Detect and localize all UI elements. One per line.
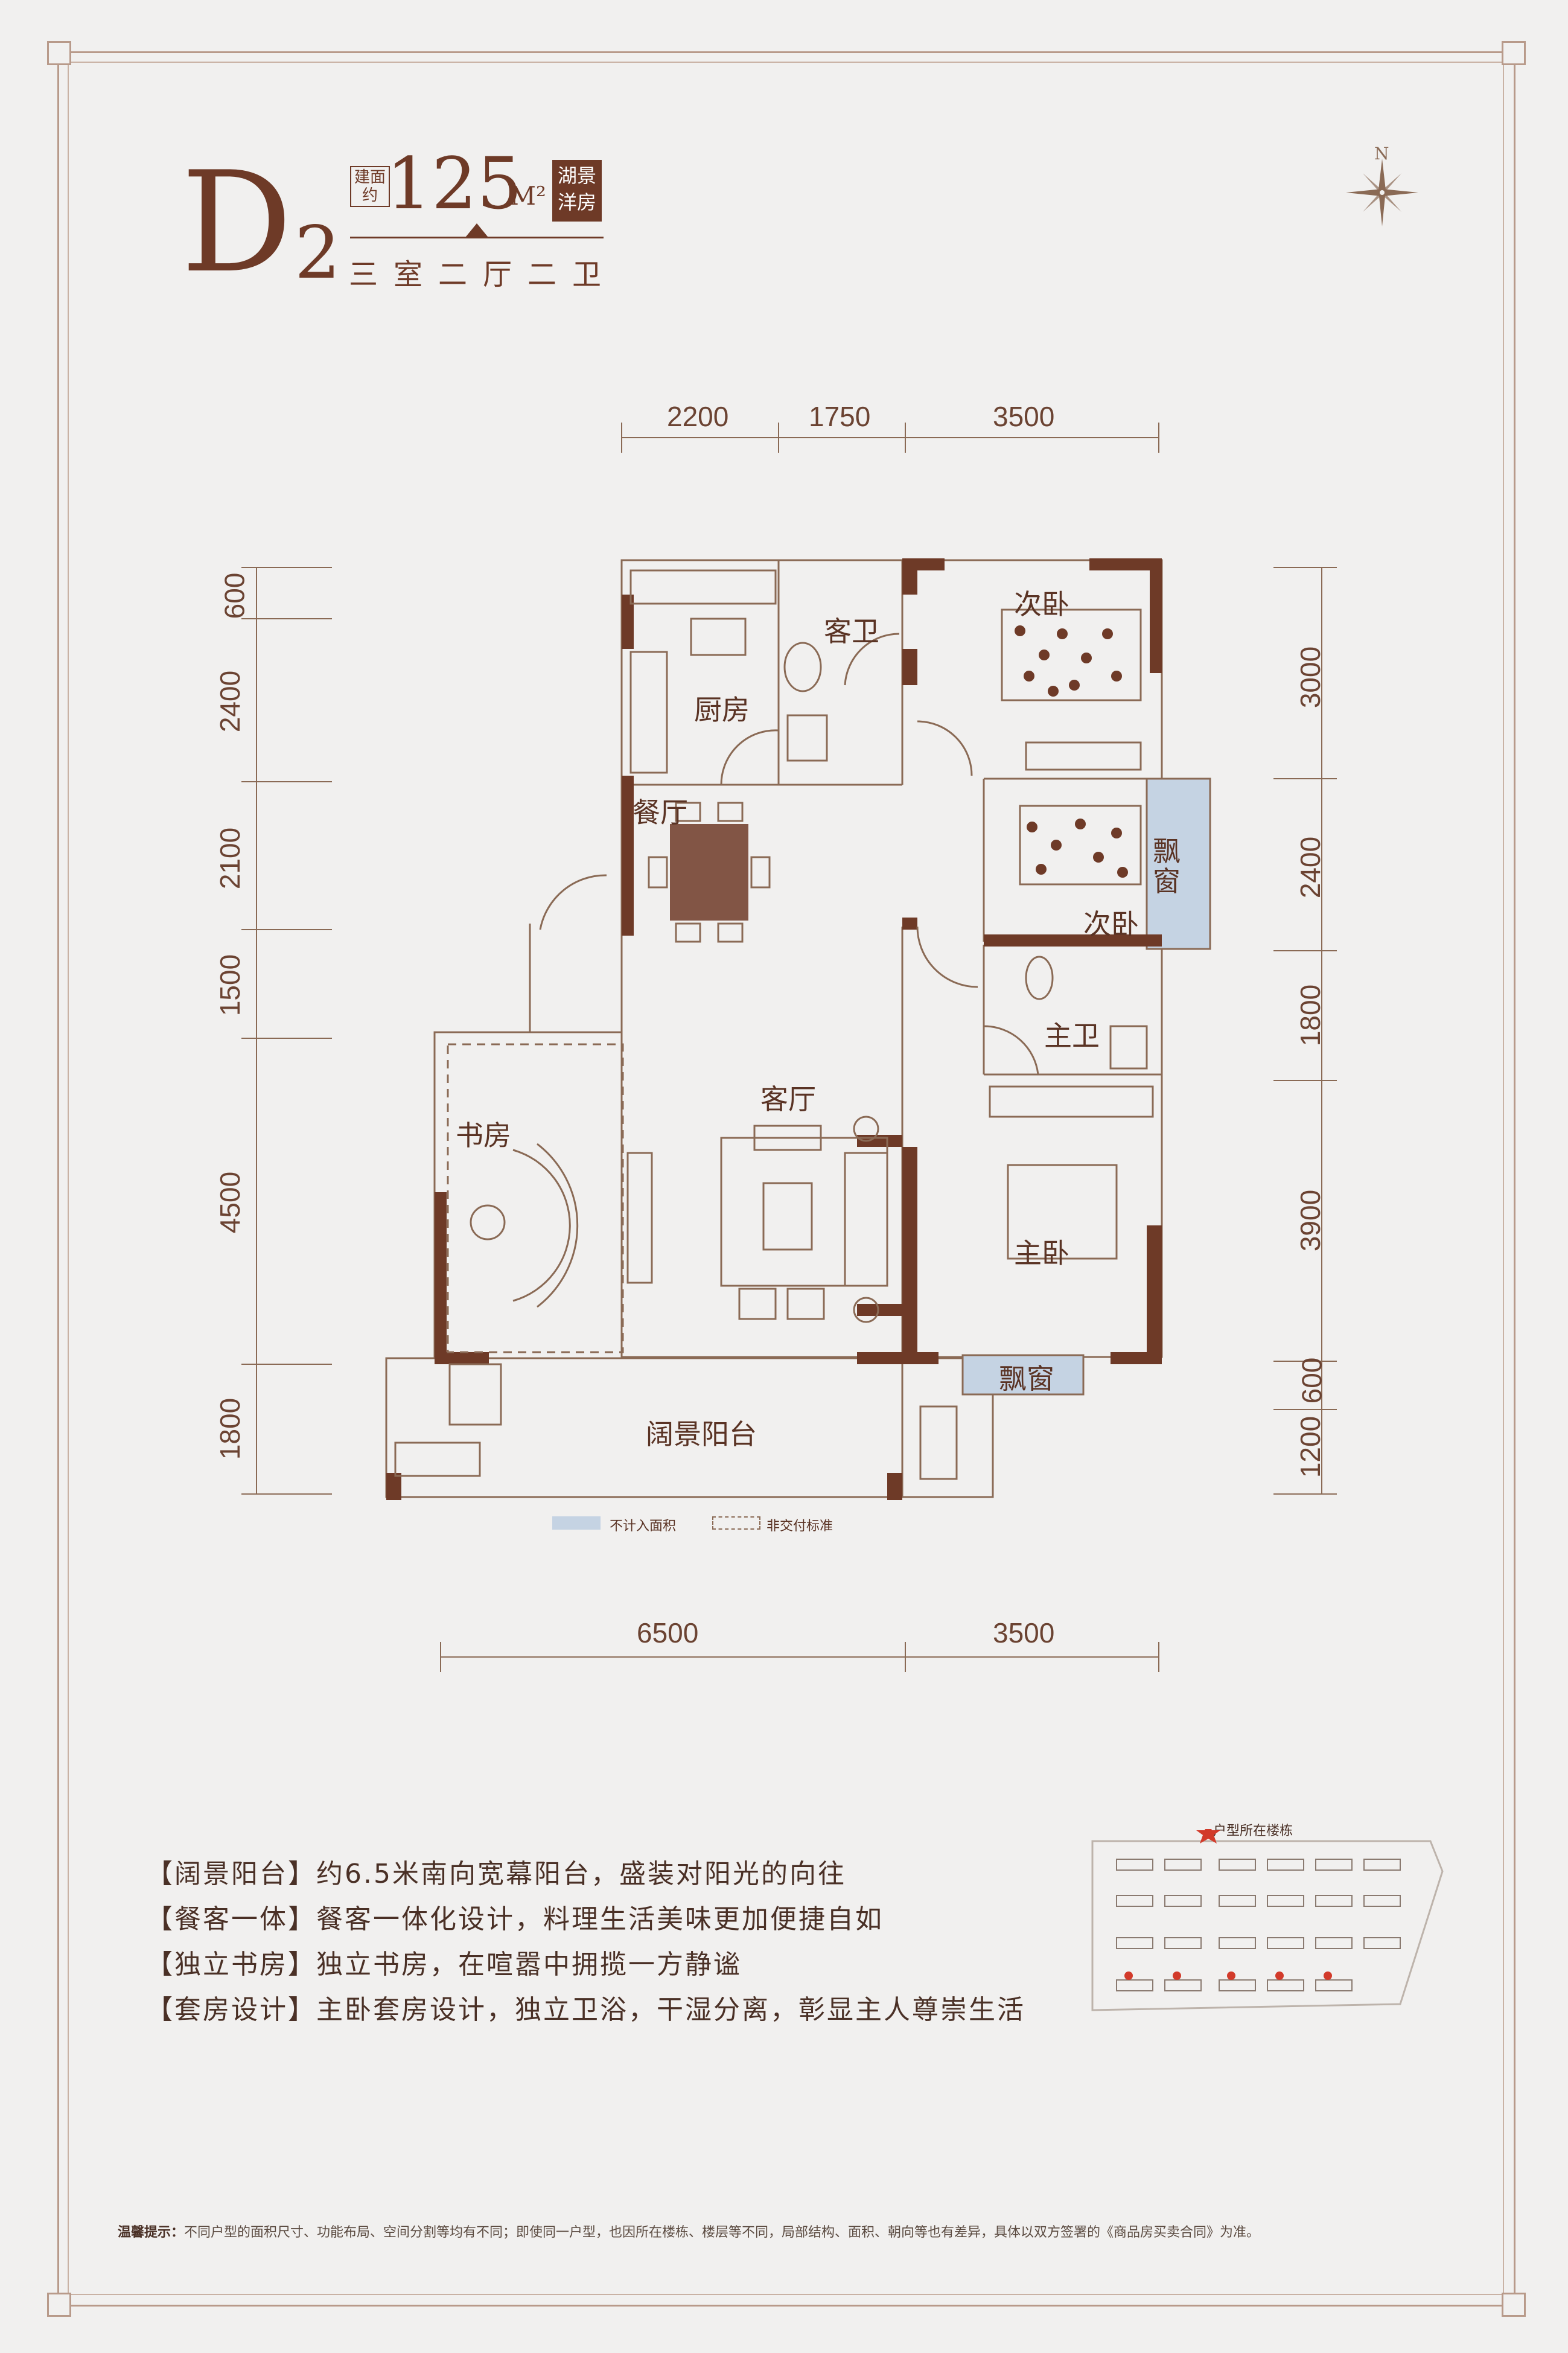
room-bay-window-2: 飘窗 xyxy=(999,1362,1054,1395)
legend-excluded-swatch xyxy=(552,1516,601,1530)
area-unit: M² xyxy=(510,181,546,211)
frame-corner xyxy=(1502,41,1526,65)
dim-left-5: 4500 xyxy=(214,1171,246,1234)
inner-frame xyxy=(68,62,1504,2295)
lake-view-badge: 湖景洋房 xyxy=(552,160,602,222)
unit-sub: 2 xyxy=(295,211,341,295)
feature-study: 【独立书房】独立书房，在喧嚣中拥揽一方静谧 xyxy=(146,1949,742,1980)
notice: 温馨提示：不同户型的面积尺寸、功能布局、空间分割等均有不同；即使同一户型，也因所… xyxy=(118,2221,1260,2241)
room-study: 书房 xyxy=(456,1119,511,1152)
unit-code: D xyxy=(181,142,293,304)
dim-top-1: 2200 xyxy=(667,401,729,432)
frame-corner xyxy=(47,2293,71,2317)
dim-right-4: 3900 xyxy=(1295,1189,1327,1252)
dim-left-4: 1500 xyxy=(214,954,246,1017)
room-balcony: 阔景阳台 xyxy=(646,1418,757,1451)
layout-description: 三室二厅二卫 xyxy=(349,258,617,292)
feature-suite: 【套房设计】主卧套房设计，独立卫浴，干湿分离，彰显主人尊崇生活 xyxy=(146,1994,1025,2025)
area-prefix: 建面约 xyxy=(350,166,390,207)
notice-text: 不同户型的面积尺寸、功能布局、空间分割等均有不同；即使同一户型，也因所在楼栋、楼… xyxy=(184,2225,1260,2240)
dim-right-3: 1800 xyxy=(1295,984,1327,1047)
site-map xyxy=(1091,1829,1444,2011)
dim-left-2: 2400 xyxy=(214,670,246,733)
frame-corner xyxy=(1502,2293,1526,2317)
outer-frame xyxy=(57,51,1515,2307)
room-bay-window-1: 飘窗 xyxy=(1153,835,1181,898)
dim-right-5: 600 xyxy=(1296,1357,1328,1404)
room-master-bath: 主卫 xyxy=(1044,1020,1100,1052)
room-second-bed-2: 次卧 xyxy=(1083,908,1139,940)
legend-excluded-label: 不计入面积 xyxy=(610,1519,677,1534)
legend-non-standard-label: 非交付标准 xyxy=(766,1519,833,1534)
dim-right-6: 1200 xyxy=(1295,1416,1327,1478)
sitemap-title: 户型所在楼栋 xyxy=(1213,1824,1293,1839)
dim-bottom-2: 3500 xyxy=(993,1617,1055,1649)
room-master-bed: 主卧 xyxy=(1014,1237,1069,1269)
dim-top-2: 1750 xyxy=(809,401,871,432)
room-second-bed-1: 次卧 xyxy=(1014,588,1069,621)
notice-label: 温馨提示： xyxy=(118,2225,185,2240)
star-icon xyxy=(1196,1829,1220,1844)
dim-top-3: 3500 xyxy=(993,401,1055,432)
feature-dining-living: 【餐客一体】餐客一体化设计，料理生活美味更加便捷自如 xyxy=(146,1904,884,1935)
legend-dashed-swatch xyxy=(712,1516,760,1530)
frame-corner xyxy=(47,41,71,65)
dim-left-3: 2100 xyxy=(214,827,246,890)
room-guest-bath: 客卫 xyxy=(824,615,879,648)
compass-north-label: N xyxy=(1374,144,1389,164)
room-living: 客厅 xyxy=(760,1083,816,1116)
dim-left-1: 600 xyxy=(218,572,250,619)
dim-bottom-1: 6500 xyxy=(637,1617,699,1649)
area-value: 125 xyxy=(386,142,523,225)
dim-right-1: 3000 xyxy=(1295,646,1327,709)
title-divider xyxy=(350,237,604,238)
dim-left-6: 1800 xyxy=(214,1397,246,1460)
title-triangle-icon xyxy=(466,223,488,237)
compass-rose-icon xyxy=(1346,159,1418,226)
room-dining: 餐厅 xyxy=(633,796,688,829)
feature-balcony: 【阔景阳台】约6.5米南向宽幕阳台，盛装对阳光的向往 xyxy=(146,1859,846,1889)
room-kitchen: 厨房 xyxy=(694,694,750,726)
dim-right-2: 2400 xyxy=(1295,836,1327,899)
